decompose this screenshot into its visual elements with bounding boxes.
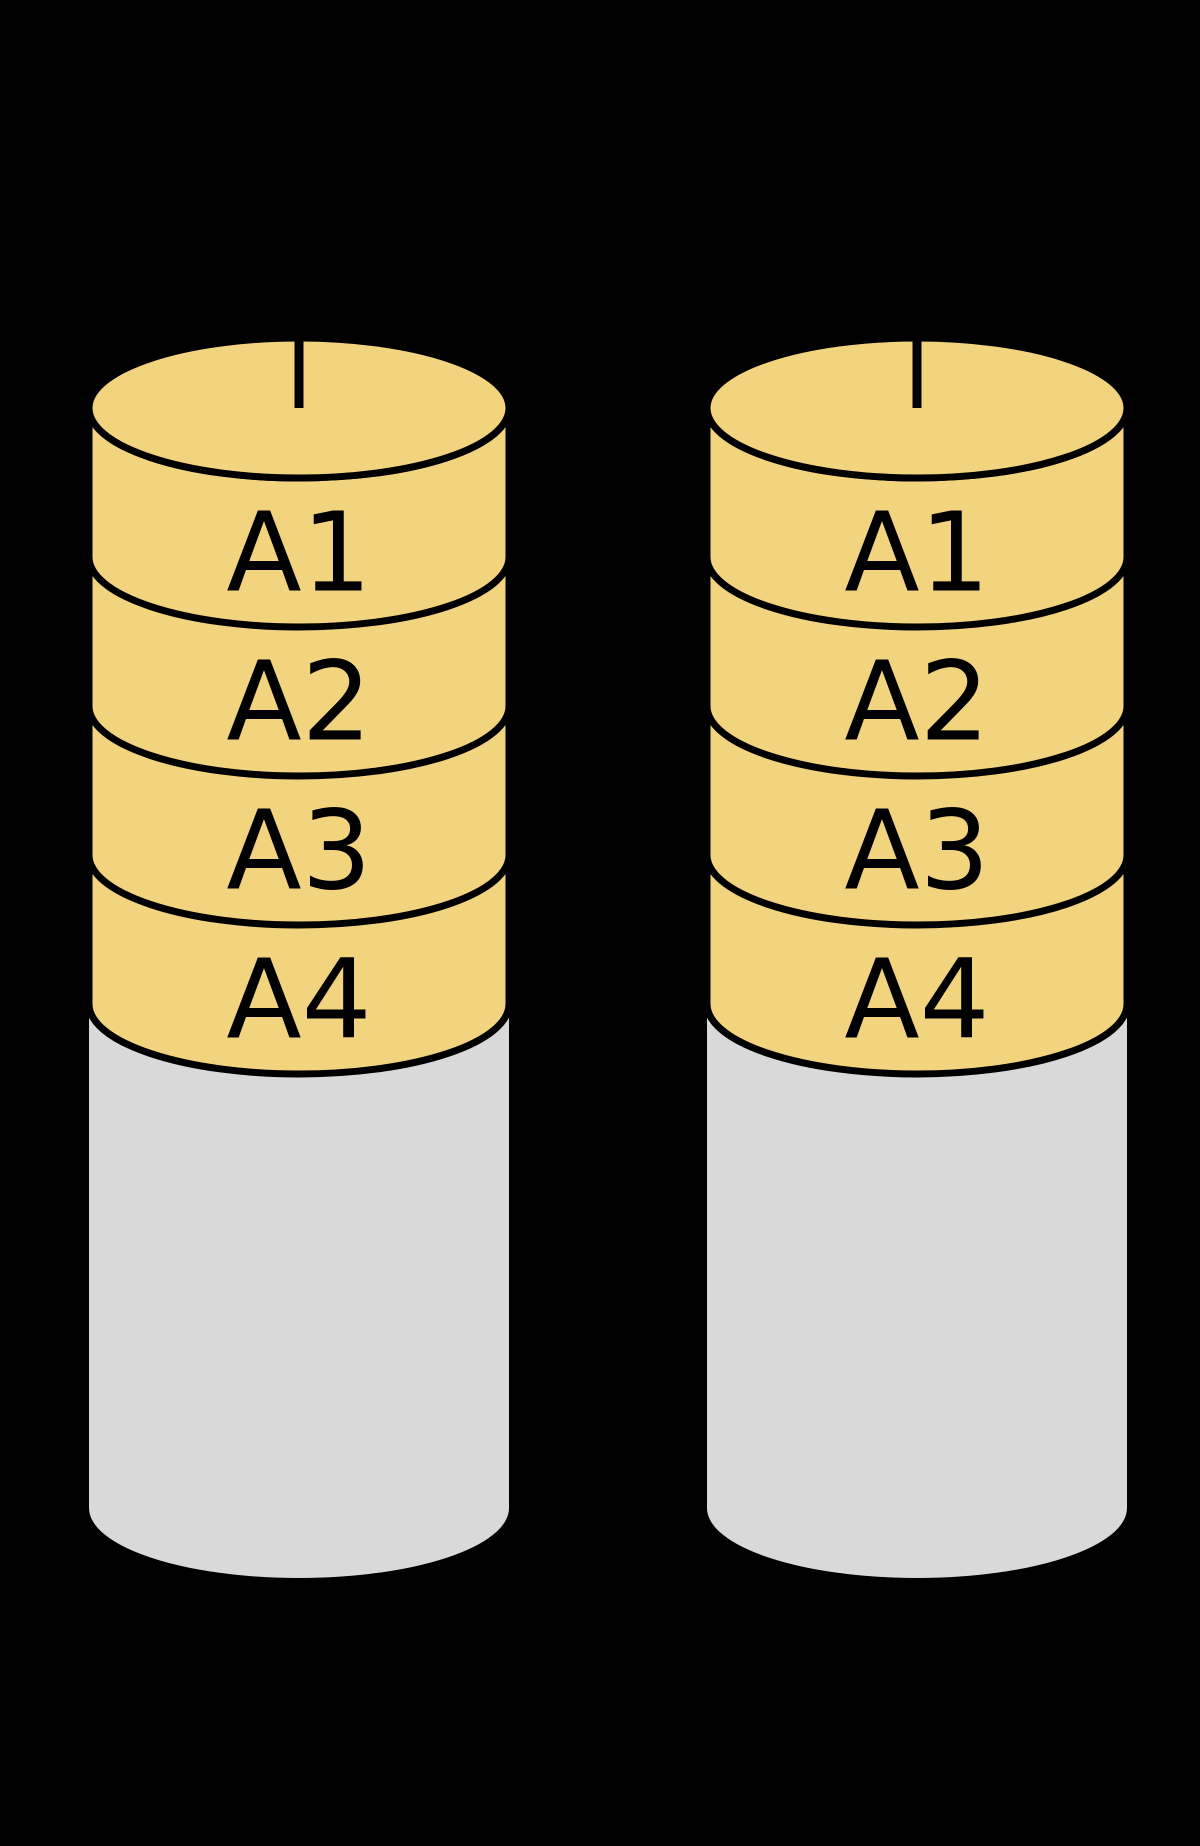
disk-free-space (707, 1004, 1127, 1578)
stripe-label: A2 (844, 638, 989, 766)
stripe-label: A1 (844, 489, 989, 617)
stripe-label: A4 (844, 936, 989, 1064)
disk-free-space (89, 1004, 509, 1578)
stripe-separator (85, 556, 513, 631)
stripe-separator (703, 705, 1131, 780)
stripe-separator (85, 854, 513, 929)
stripe-label: A2 (226, 638, 371, 766)
stripe-label: A1 (226, 489, 371, 617)
stripe-label: A4 (226, 936, 371, 1064)
stripe-separator (703, 556, 1131, 631)
stripe-separator (85, 705, 513, 780)
stripe-label: A3 (844, 787, 989, 915)
stripe-separator (703, 854, 1131, 929)
stripe-label: A3 (226, 787, 371, 915)
